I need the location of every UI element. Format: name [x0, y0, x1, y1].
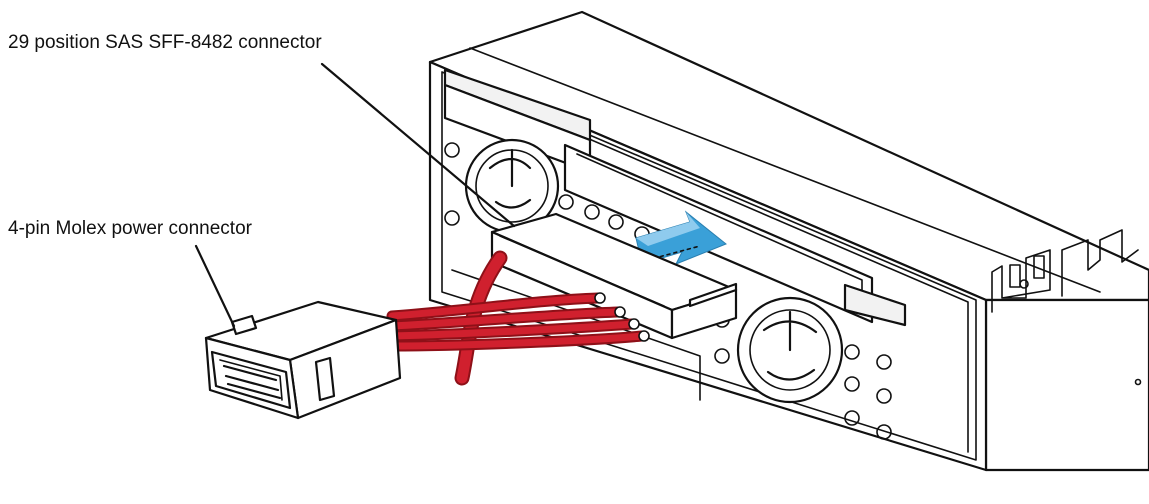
side-bracket-right — [1061, 229, 1139, 297]
label-sas-connector: 29 position SAS SFF-8482 connector — [8, 32, 322, 53]
sas-sff8482-connector — [490, 212, 738, 340]
bracket-slot-1 — [1009, 264, 1021, 288]
side-bracket-left — [991, 249, 1051, 313]
vent-holes-right — [844, 344, 892, 440]
leader-line-molex — [194, 244, 236, 328]
leader-line-sas — [320, 62, 516, 228]
molex-4pin-connector — [204, 300, 402, 420]
bracket-slot-2 — [1033, 255, 1045, 279]
tape-drive-enclosure — [428, 10, 1149, 472]
drive-side-panel — [984, 298, 1149, 472]
label-molex-connector: 4-pin Molex power connector — [8, 218, 252, 239]
power-cable-bundle — [386, 250, 650, 386]
sas-port-housing — [563, 143, 874, 324]
